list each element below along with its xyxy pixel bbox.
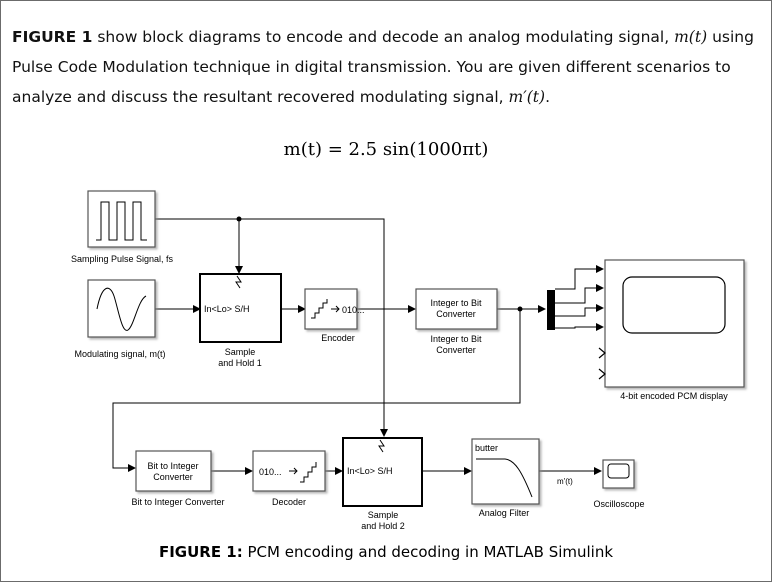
modulating-signal-label: Modulating signal, m(t)	[74, 349, 165, 359]
pcm-display-block[interactable]	[598, 259, 745, 388]
sh1-port-text: In<Lo> S/H	[204, 304, 250, 314]
junction-dot	[236, 216, 242, 222]
oscilloscope-label: Oscilloscope	[593, 499, 644, 509]
sample-hold-2-block[interactable]: In<Lo> S/H	[342, 437, 423, 507]
sh1-label-line2: and Hold 1	[218, 358, 262, 368]
caption-text: PCM encoding and decoding in MATLAB Simu…	[247, 543, 614, 561]
encoder-glyph-text: 010...	[342, 305, 365, 315]
line-feedback-to-bit2int	[112, 309, 521, 472]
signal-equation: m(t) = 2.5 sin(1000πt)	[283, 139, 489, 160]
sh1-label-line1: Sample	[225, 347, 256, 357]
demux-bar[interactable]	[547, 290, 555, 330]
recovered-signal-symbol: m′(t)	[508, 88, 546, 106]
pcm-display-label: 4-bit encoded PCM display	[620, 391, 728, 401]
bit-to-integer-block[interactable]: Bit to Integer Converter	[135, 450, 212, 492]
sampling-pulse-block[interactable]	[87, 190, 156, 248]
line-demux-out4	[555, 323, 604, 331]
filter-type-text: butter	[475, 443, 498, 453]
int2bit-label-line2: Converter	[436, 345, 476, 355]
sh2-label-line1: Sample	[368, 510, 399, 520]
int2bit-label-line1: Integer to Bit	[430, 334, 482, 344]
decoder-block[interactable]: 010...	[252, 450, 326, 492]
bit2int-label: Bit to Integer Converter	[131, 497, 224, 507]
integer-to-bit-block[interactable]: Integer to Bit Converter	[415, 288, 498, 330]
line-demux-out2	[555, 284, 604, 304]
analog-filter-label: Analog Filter	[479, 508, 530, 518]
modulating-signal-block[interactable]	[87, 279, 156, 338]
signal-lines	[112, 218, 604, 475]
problem-text-end: .	[545, 88, 551, 106]
line-demux-out1	[555, 265, 604, 290]
line-demux-out3	[555, 304, 604, 317]
caption-label: FIGURE 1:	[158, 543, 243, 561]
int2bit-inner-line1: Integer to Bit	[430, 298, 482, 308]
bit2int-inner-line1: Bit to Integer	[147, 461, 198, 471]
oscilloscope-block[interactable]	[602, 459, 635, 489]
figure-ref: FIGURE 1	[12, 28, 93, 46]
encoder-label: Encoder	[321, 333, 355, 343]
encoder-block[interactable]: 010...	[304, 288, 365, 330]
decoder-glyph-text: 010...	[259, 467, 282, 477]
int2bit-inner-line2: Converter	[436, 309, 476, 319]
sh2-label-line2: and Hold 2	[361, 521, 405, 531]
junction-dot	[517, 306, 523, 312]
sampling-pulse-label: Sampling Pulse Signal, fs	[71, 254, 174, 264]
sh2-port-text: In<Lo> S/H	[347, 466, 393, 476]
analog-filter-block[interactable]: butter	[471, 438, 540, 505]
signal-symbol: m(t)	[674, 28, 708, 46]
recovered-signal-wire-label: m'(t)	[557, 477, 573, 486]
problem-text-part1: show block diagrams to encode and decode…	[97, 28, 670, 46]
figure-caption: FIGURE 1: PCM encoding and decoding in M…	[0, 543, 772, 561]
problem-text: FIGURE 1 show block diagrams to encode a…	[12, 22, 767, 112]
sample-hold-1-block[interactable]: In<Lo> S/H	[199, 273, 282, 343]
bit2int-inner-line2: Converter	[153, 472, 193, 482]
line-pulse-to-sh2	[155, 218, 388, 437]
problem-text-part2: using Pulse Code Modulation technique in…	[12, 28, 754, 106]
decoder-label: Decoder	[272, 497, 306, 507]
